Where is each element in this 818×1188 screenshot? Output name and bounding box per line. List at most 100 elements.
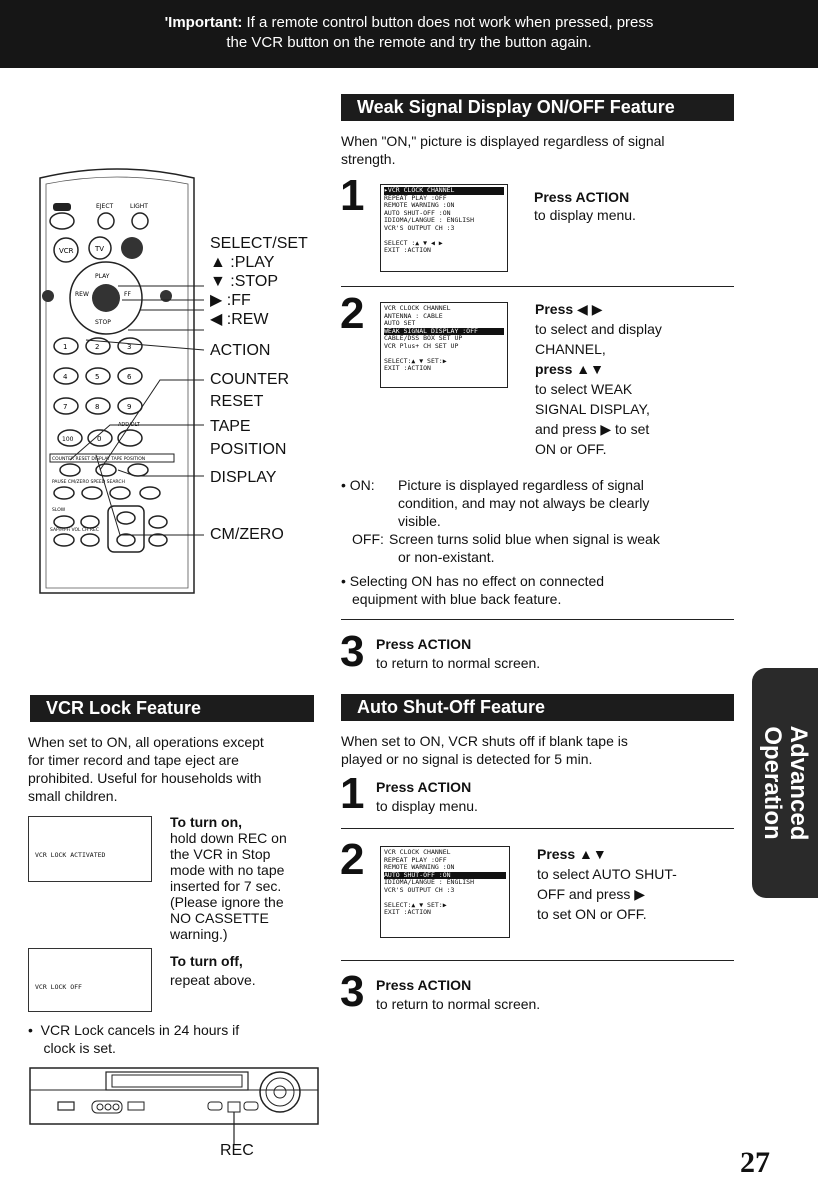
vcr-lock-on-3: mode with no tape [170,862,285,878]
svg-text:100: 100 [62,436,74,443]
shutoff-rule-1 [341,828,734,829]
vcr-lock-activated-screen: VCR LOCK ACTIVATED [28,816,152,882]
weak-step2-number: 2 [340,289,365,338]
tab-line2: Operation [759,726,786,840]
remote-label-reset: RESET [210,393,264,410]
vcr-lock-intro-2: for timer record and tape eject are [28,752,239,768]
remote-control-illustration: EJECT LIGHT VCR TV PLAY REW FF STOP 1 2 … [39,168,195,594]
shutoff-step1-head: Press ACTION [376,779,472,795]
weak-note-on-2: condition, and may not always be clearly [398,495,650,511]
vcr-lock-note-2: clock is set. [28,1040,116,1056]
svg-text:2: 2 [95,343,99,351]
osd-line: VCR'S OUTPUT CH :3 [384,886,455,894]
osd-line [384,894,506,902]
svg-text:STOP: STOP [95,319,111,326]
svg-text:COUNTER RESET DISPLAY TAPE P: COUNTER RESET DISPLAY TAPE POSITION [52,456,145,462]
osd-line: WEAK SIGNAL DISPLAY :OFF [384,327,504,335]
weak-note-off-1: Screen turns solid blue when signal is w… [389,531,660,547]
shutoff-step2-line4: to set ON or OFF. [537,906,647,922]
svg-text:TV: TV [94,245,104,253]
weak-step3-desc: to return to normal screen. [376,655,541,671]
auto-shutoff-intro-1: When set to ON, VCR shuts off if blank t… [341,733,628,749]
weak-note-on-3: visible. [398,513,441,529]
osd-line: ANTENNA : CABLE [384,312,443,320]
vcr-lock-off-head: To turn off, [170,953,243,969]
remote-label-cm-zero: CM/ZERO [210,526,284,543]
weak-step1-head: Press ACTION [534,189,630,205]
svg-text:3: 3 [127,343,131,351]
shutoff-step2-number: 2 [340,835,365,884]
vcr-lock-on-7: warning.) [170,926,228,942]
weak-rule-2 [341,619,734,620]
vcr-lock-heading: VCR Lock Feature [30,695,314,722]
svg-text:9: 9 [127,403,131,411]
weak-step2-line3: CHANNEL, [535,341,606,357]
weak-step2-line2: to select and display [535,321,662,337]
weak-step2-line5: to select WEAK [535,381,633,397]
remote-label-play: ▲ :PLAY [210,254,275,271]
remote-label-action: ACTION [210,342,271,359]
vcr-front-panel-illustration [29,1067,319,1144]
remote-label-select-set: SELECT/SET [210,235,308,252]
remote-label-display: DISPLAY [210,469,277,486]
svg-text:PAUSE CM/ZERO SPEED SEARCH: PAUSE CM/ZERO SPEED SEARCH [52,479,125,485]
weak-note-off-2: or non-existant. [398,549,495,565]
vcr-lock-on-2: the VCR in Stop [170,846,271,862]
weak-step3-head: Press ACTION [376,636,472,652]
osd-line: EXIT :ACTION [384,365,431,372]
shutoff-step1-desc: to display menu. [376,798,478,814]
shutoff-step2-line2: to select AUTO SHUT- [537,866,677,882]
osd-line: AUTO SET [384,320,416,327]
weak-step2-line1: Press ◀ ▶ [535,301,603,317]
svg-text:4: 4 [63,373,68,381]
svg-text:SAP/Hi-Fi VOL CH REC: SAP/Hi-Fi VOL CH REC [50,527,99,533]
osd-line: AUTO SHUT-OFF :ON [384,871,506,879]
osd-line: AUTO SHUT-OFF :ON [384,209,451,217]
remote-label-rew: ◀ :REW [210,311,269,328]
shutoff-rule-2 [341,960,734,961]
svg-text:8: 8 [95,403,99,411]
weak-note-on-label: • ON: [341,477,375,493]
remote-label-tape: TAPE [210,418,251,435]
weak-step2-line4: press ▲▼ [535,361,604,377]
weak-step2-osd: VCR CLOCK CHANNEL ANTENNA : CABLE AUTO S… [380,302,508,388]
osd-line: REPEAT PLAY :OFF [384,194,447,202]
tab-line1: Advanced [785,725,812,841]
osd-line: SELECT:▲ ▼ SET:▶ [384,357,447,365]
banner-label: 'Important: [164,14,243,31]
weak-signal-intro-2: strength. [341,151,396,167]
vcr-lock-on-5: (Please ignore the [170,894,284,910]
shutoff-step2-line3: OFF and press ▶ [537,886,646,902]
shutoff-step1-number: 1 [340,769,365,818]
vcr-lock-on-1: hold down REC on [170,830,287,846]
svg-text:1: 1 [63,343,67,351]
osd-line [384,350,504,358]
weak-step2-line6: SIGNAL DISPLAY, [535,401,650,417]
osd-line: VCR CLOCK CHANNEL [384,305,451,312]
vcr-lock-on-head: To turn on, [170,814,243,830]
svg-text:PLAY: PLAY [95,273,110,280]
remote-leader-lines [69,285,205,536]
weak-signal-intro-1: When "ON," picture is displayed regardle… [341,133,665,149]
osd-line: VCR Plus+ CH SET UP [384,342,459,350]
vcr-lock-on-4: inserted for 7 sec. [170,878,282,894]
weak-step1-number: 1 [340,171,365,220]
shutoff-step2-osd: VCR CLOCK CHANNEL REPEAT PLAY :OFF REMOT… [380,846,510,938]
svg-text:6: 6 [127,373,132,381]
vcr-lock-intro-3: prohibited. Useful for households with [28,770,262,786]
weak-step2-line7: and press ▶ to set [535,421,650,437]
page-number: 27 [740,1146,770,1179]
shutoff-step3-desc: to return to normal screen. [376,996,541,1012]
svg-text:FF: FF [124,291,131,298]
svg-text:0: 0 [97,435,101,443]
shutoff-step3-head: Press ACTION [376,977,472,993]
vcr-lock-note-1: • VCR Lock cancels in 24 hours if [28,1022,240,1038]
osd-line [384,232,504,240]
remote-label-position: POSITION [210,441,287,458]
osd-line: ▸VCR CLOCK CHANNEL [384,187,504,195]
svg-text:SLOW: SLOW [52,507,66,513]
osd-line: EXIT :ACTION [384,247,431,254]
vcr-lock-off-text: VCR LOCK OFF [35,983,82,991]
weak-step2-line8: ON or OFF. [535,441,607,457]
